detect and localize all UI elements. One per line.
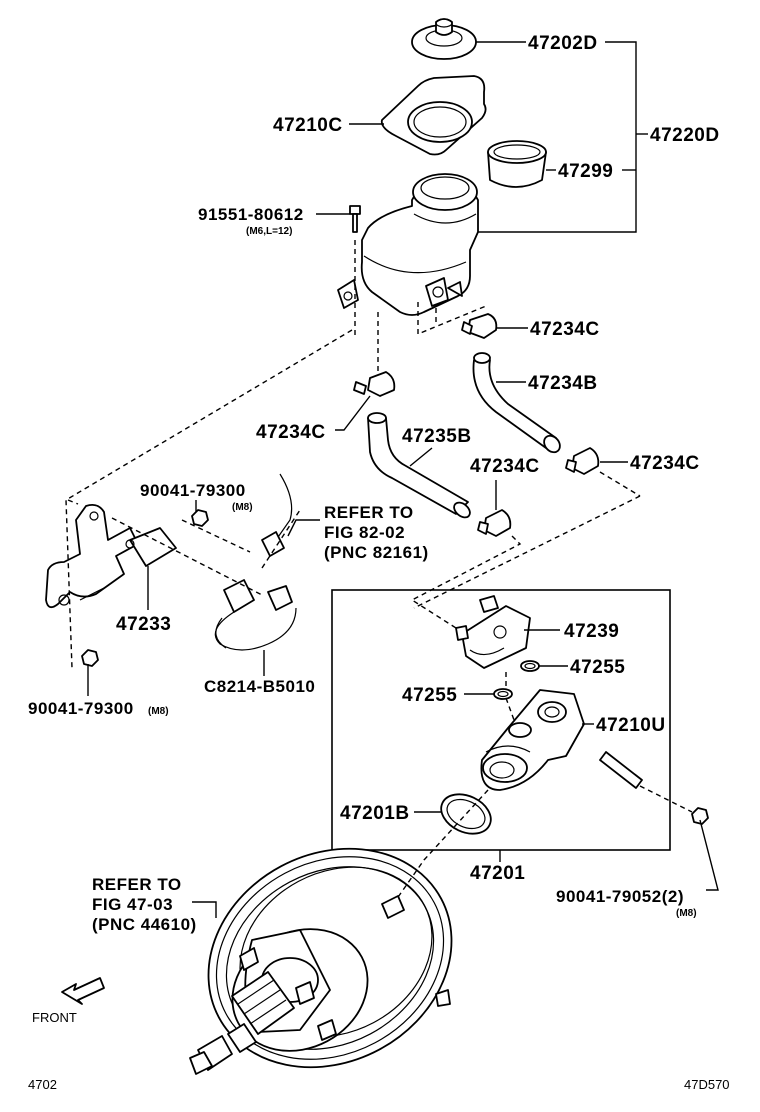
reservoir-strainer-part (487, 140, 547, 188)
callout-47201b: 47201B (340, 803, 410, 824)
reservoir-cap-part (411, 18, 477, 60)
callout-47201: 47201 (470, 863, 525, 884)
assembly-dashed-lines (65, 240, 693, 901)
front-arrow-icon (61, 977, 105, 1005)
footer-left-code: 4702 (28, 1077, 57, 1092)
master-cylinder-47210u-part (480, 689, 585, 791)
callout-screw-spec: (M6,L=12) (246, 226, 292, 237)
callout-47234c-lower: 47234C (470, 456, 540, 477)
callout-91551-80612: 91551-80612 (198, 205, 304, 224)
callout-nut-right-spec: (M8) (676, 908, 697, 919)
callout-47202d: 47202D (528, 33, 598, 54)
callout-c8214-b5010: C8214-B5010 (204, 677, 315, 696)
hose-clip-mid-part (353, 371, 396, 397)
seal-47201b-part (440, 793, 492, 835)
callout-90041-79300-top: 90041-79300 (140, 481, 246, 500)
reference-fig-47-03-line1: REFER TO (92, 875, 182, 894)
reference-fig-82-02-line3: (PNC 82161) (324, 543, 429, 562)
sensor-47239-part (455, 595, 531, 669)
callout-47234c-right: 47234C (630, 453, 700, 474)
front-label: FRONT (32, 1010, 77, 1025)
callout-nut-top-spec: (M8) (232, 502, 253, 513)
reservoir-screw-part (349, 205, 361, 233)
push-rod-part (599, 751, 643, 789)
brake-booster-part (189, 847, 453, 1075)
callout-47234c-left: 47234C (256, 422, 326, 443)
o-ring-lower-part (493, 688, 513, 700)
callout-47235b: 47235B (402, 426, 472, 447)
bracket-47233-part (45, 503, 177, 609)
wire-harness-part (214, 473, 297, 651)
footer-right-code: 47D570 (684, 1077, 730, 1092)
reservoir-gasket-part (380, 75, 487, 156)
hose-47234b-part (472, 352, 561, 454)
callout-47220d: 47220D (650, 125, 720, 146)
callout-90041-79300-bottom: 90041-79300 (28, 699, 134, 718)
reference-fig-82-02-line2: FIG 82-02 (324, 523, 405, 542)
callout-47210c: 47210C (273, 115, 343, 136)
hose-clip-lower-part (477, 509, 512, 537)
callout-47299: 47299 (558, 161, 613, 182)
callout-47234b: 47234B (528, 373, 598, 394)
callout-47210u: 47210U (596, 715, 666, 736)
callout-nut-bottom-spec: (M8) (148, 706, 169, 717)
callout-47239: 47239 (564, 621, 619, 642)
callout-47233: 47233 (116, 614, 171, 635)
hose-clip-right-part (565, 447, 600, 475)
nut-top-part (191, 509, 209, 527)
reference-fig-47-03-line2: FIG 47-03 (92, 895, 173, 914)
reference-fig-82-02-line1: REFER TO (324, 503, 414, 522)
nut-bottom-part (81, 649, 99, 667)
leader-lines (87, 41, 719, 918)
callout-47255-lower: 47255 (402, 685, 457, 706)
o-ring-upper-part (520, 660, 540, 672)
callout-47255-upper: 47255 (570, 657, 625, 678)
callout-47234c-upper: 47234C (530, 319, 600, 340)
nut-right-part (691, 807, 709, 825)
reference-fig-47-03-line3: (PNC 44610) (92, 915, 197, 934)
master-cylinder-group-frame (331, 589, 671, 851)
callout-90041-79052: 90041-79052(2) (556, 887, 684, 906)
hose-47235b-part (367, 412, 471, 519)
reservoir-tank-part (337, 173, 479, 316)
hose-clip-upper-part (461, 313, 498, 339)
